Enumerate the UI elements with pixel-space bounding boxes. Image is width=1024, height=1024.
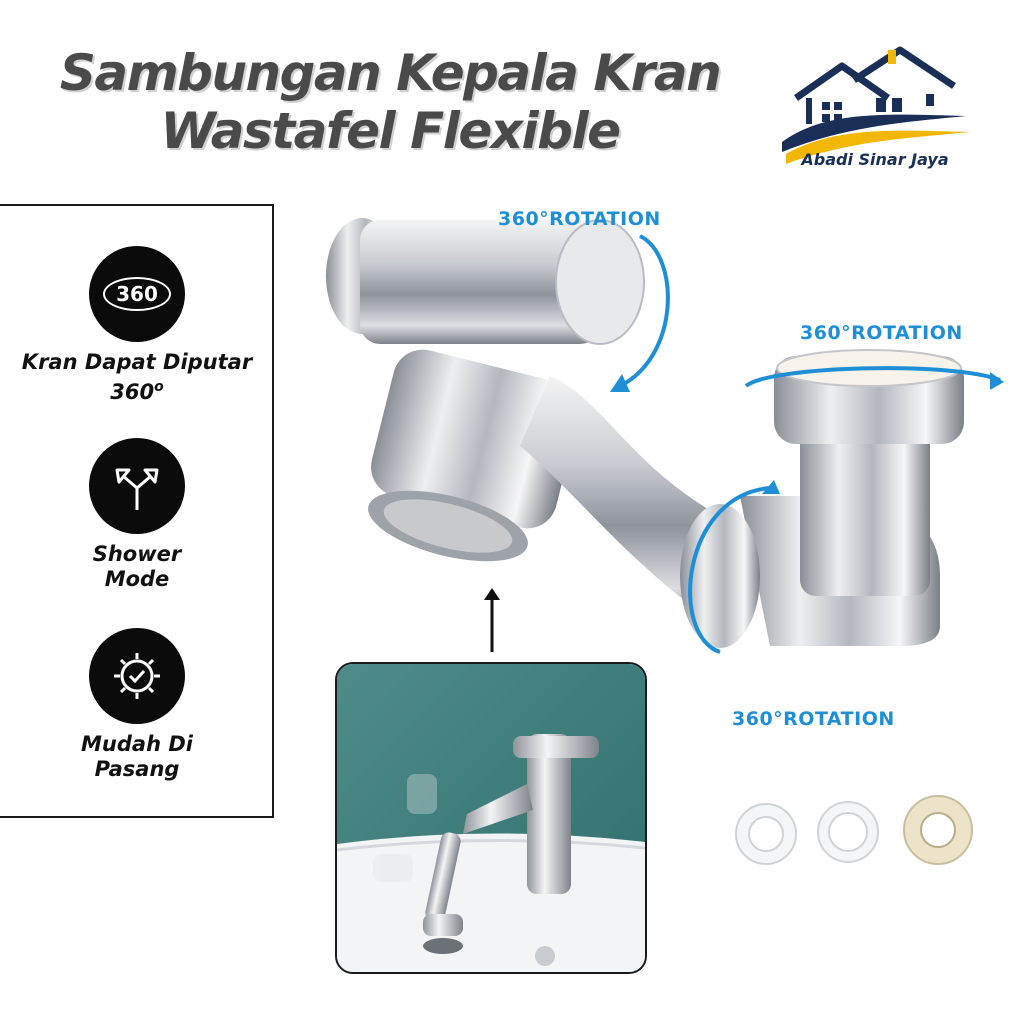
arrow-up-icon — [484, 588, 500, 652]
rotation-label-right: 360°ROTATION — [800, 322, 963, 344]
faucet-adapter-image — [326, 218, 1004, 654]
feature-rotate-text: Kran Dapat Diputar 360 — [21, 350, 253, 404]
badge-360: 360 — [103, 277, 171, 311]
rotation-label-top: 360°ROTATION — [498, 208, 661, 230]
360-icon: 360 — [89, 246, 185, 342]
feature-rotate: 360 Kran Dapat Diputar 360o — [0, 246, 274, 405]
feature-label-rotate: Kran Dapat Diputar 360o — [0, 350, 274, 405]
washer-rings — [735, 795, 973, 865]
split-arrows-icon — [89, 438, 185, 534]
title-line-2: Wastafel Flexible — [160, 102, 621, 160]
feature-shower: Shower Mode — [0, 438, 274, 592]
title-line-1: Sambungan Kepala Kran — [59, 44, 722, 102]
features-panel: 360 Kran Dapat Diputar 360o Shower Mode … — [0, 204, 274, 818]
feature-rotate-sup: o — [154, 379, 164, 395]
brand-logo — [782, 46, 970, 164]
feature-label-install: Mudah Di Pasang — [81, 732, 193, 781]
brand-name: Abadi Sinar Jaya — [801, 150, 949, 169]
usage-photo-image — [337, 664, 645, 972]
feature-label-shower: Shower Mode — [92, 542, 182, 591]
page-title: Sambungan Kepala Kran Wastafel Flexible — [40, 44, 740, 160]
feature-install: Mudah Di Pasang — [0, 628, 274, 782]
usage-photo — [335, 662, 647, 974]
rotation-label-bottom: 360°ROTATION — [732, 708, 895, 730]
gear-check-icon — [89, 628, 185, 724]
